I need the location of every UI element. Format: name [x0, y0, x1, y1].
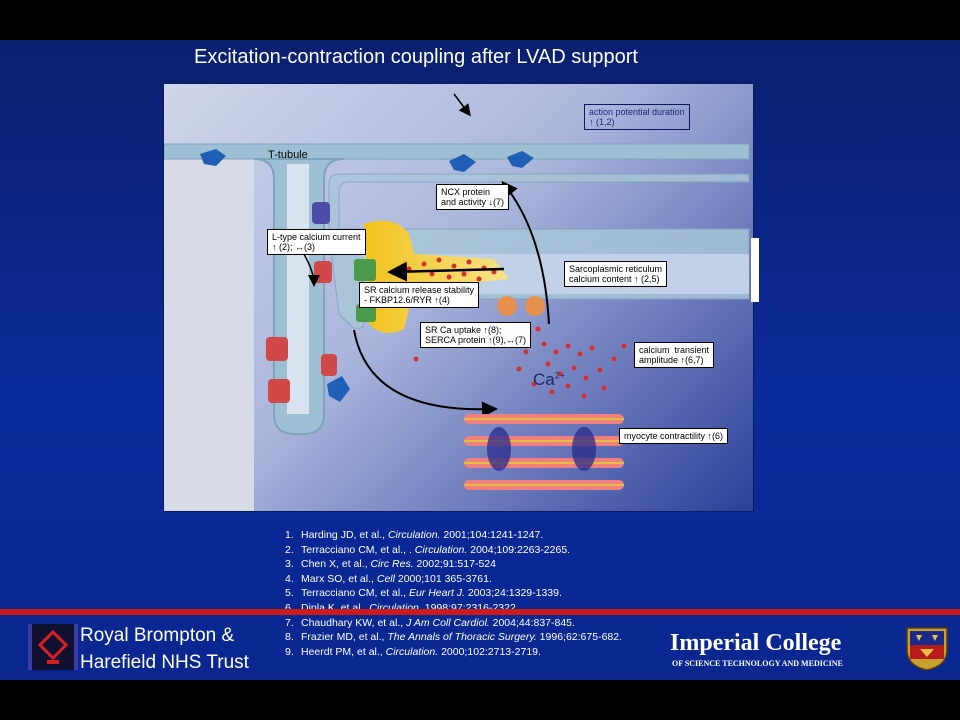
reference-journal: The Annals of Thoracic Surgery.	[387, 631, 537, 644]
ncx-label: NCX protein and activity ↓(7)	[436, 184, 510, 210]
reference-citation: 2004;109:2263-2265.	[467, 543, 571, 556]
reference-journal: Circulation.	[387, 529, 441, 541]
reference-number: 1.	[285, 529, 294, 541]
reference-item: 4. Marx SO, et al., Cell 2000;101 365-376…	[285, 572, 622, 587]
reference-item: 3. Chen X, et al., Circ Res. 2002;91:517-…	[285, 557, 622, 572]
calcium-label: Ca2+	[533, 370, 565, 389]
reference-authors: Terracciano CM, et al., .	[301, 543, 415, 556]
reference-authors: Chaudhary KW, et al.,	[301, 616, 407, 629]
reference-authors: Marx SO, et al.,	[301, 572, 377, 585]
channel-icon-4	[268, 379, 290, 403]
reference-item: 5. Terracciano CM, et al., Eur Heart J. 2…	[285, 586, 622, 601]
reference-number: 5.	[285, 587, 294, 600]
reference-item: 7. Chaudhary KW, et al., J Am Coll Cardio…	[285, 616, 622, 631]
ec-coupling-diagram: T-tubule action potential duration ↑ (1,…	[163, 83, 754, 512]
reference-number: 7.	[285, 616, 294, 629]
imperial-college-title: Imperial College	[670, 630, 842, 656]
reference-citation: 2002;91:517-524	[413, 558, 496, 571]
contractility-label: myocyte contractility ↑(6)	[619, 428, 729, 444]
myofilaments	[464, 414, 624, 490]
action-potential-label: action potential duration ↑ (1,2)	[584, 104, 690, 130]
reference-citation: 2001;104:1241-1247.	[440, 529, 544, 541]
sr-uptake-label: SR Ca uptake ↑(8); SERCA protein ↑(9),↔(…	[420, 322, 532, 348]
reference-number: 9.	[285, 645, 294, 658]
l-type-label: L-type calcium current ↑ (2); ↔(3)	[267, 229, 366, 255]
extracellular-space	[164, 149, 254, 511]
channel-icon-5	[321, 354, 337, 376]
pump-icon-4	[327, 376, 350, 402]
imperial-college-subtitle: OF SCIENCE TECHNOLOGY AND MEDICINE	[672, 659, 843, 668]
sr-release-label: SR calcium release stability - FKBP12.6/…	[359, 282, 480, 308]
reference-citation: 2000;101 365-3761.	[394, 572, 492, 585]
reference-authors: Terracciano CM, et al.,	[301, 587, 409, 600]
reference-citation: 1996;62:675-682.	[536, 631, 623, 644]
pump-icon-1	[200, 149, 226, 166]
reference-journal: Circ Res.	[370, 558, 414, 571]
reference-citation: 2003;24:1329-1339.	[464, 587, 562, 600]
reference-journal: Cell	[376, 572, 395, 585]
serca-pump-icon-2	[525, 296, 545, 316]
reference-journal: J Am Coll Cardiol.	[406, 616, 490, 629]
reference-journal: Eur Heart J.	[408, 587, 465, 600]
reference-item: 2. Terracciano CM, et al., . Circulation.…	[285, 543, 622, 558]
reference-citation: 2000;102:2713-2719.	[438, 645, 541, 658]
l-type-channel-icon	[314, 261, 332, 283]
reference-number: 6.	[285, 601, 294, 614]
rb-line-1: Royal Brompton &	[80, 625, 235, 646]
reference-authors: Frazier MD, et al.,	[301, 631, 388, 644]
reference-authors: Heerdt PM, et al.,	[301, 645, 386, 658]
serca-pump-icon-1	[497, 296, 517, 316]
reference-item: 1. Harding JD, et al., Circulation. 2001;…	[285, 528, 622, 543]
ncx-channel-icon	[312, 202, 330, 224]
royal-brompton-text: Royal Brompton & Harefield NHS Trust	[80, 622, 249, 676]
reference-number: 8.	[285, 631, 294, 644]
diagram-edge-tab	[751, 238, 759, 302]
pump-icon-2	[449, 154, 476, 172]
t-tubule-lumen	[287, 164, 309, 414]
imperial-crest-icon	[902, 622, 952, 672]
reference-number: 3.	[285, 558, 294, 571]
red-divider	[0, 609, 960, 615]
reference-authors: Chen X, et al.,	[301, 558, 371, 571]
reference-citation: 2004;44:837-845.	[489, 616, 575, 629]
reference-journal: Circulation.	[414, 543, 468, 556]
slide: Excitation-contraction coupling after LV…	[0, 40, 960, 680]
reference-authors: Harding JD, et al.,	[301, 529, 388, 541]
ryr-channel-icon	[354, 259, 376, 281]
sr-content-label: Sarcoplasmic reticulum calcium content ↑…	[564, 261, 668, 287]
reference-item: 9. Heerdt PM, et al., Circulation. 2000;1…	[285, 645, 622, 660]
reference-journal: Circulation.	[385, 645, 439, 658]
references-list: 1. Harding JD, et al., Circulation. 2001;…	[285, 528, 622, 659]
calcium-transient-label: calcium transient amplitude ↑(6,7)	[634, 342, 715, 368]
reference-item: 8. Frazier MD, et al., The Annals of Thor…	[285, 630, 622, 645]
rb-line-2: Harefield NHS Trust	[80, 652, 249, 673]
channel-icon-3	[266, 337, 288, 361]
royal-brompton-logo-icon	[28, 624, 78, 670]
t-tubule-label: T-tubule	[268, 149, 308, 161]
ryr-channel-icon-2	[356, 304, 376, 322]
slide-title: Excitation-contraction coupling after LV…	[194, 46, 638, 68]
reference-number: 2.	[285, 543, 294, 556]
pump-icon-3	[507, 151, 534, 168]
reference-number: 4.	[285, 572, 294, 585]
